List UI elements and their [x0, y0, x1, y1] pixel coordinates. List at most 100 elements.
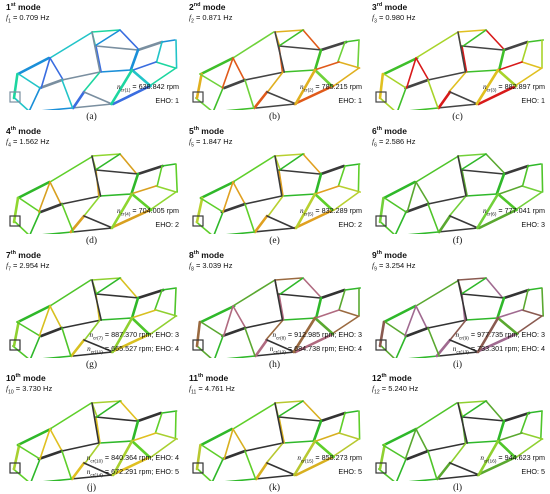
frame-member	[254, 461, 269, 481]
frame-member	[111, 439, 134, 477]
frame-member	[382, 304, 417, 324]
frame-member	[497, 61, 523, 71]
frame-member	[99, 440, 134, 444]
frame-member	[379, 97, 395, 110]
frame-member	[232, 279, 276, 307]
frame-member	[255, 103, 296, 109]
frame-member	[71, 90, 86, 110]
frame-member	[397, 87, 407, 110]
frame-member	[12, 320, 20, 348]
frame-member	[457, 402, 468, 444]
frame-member	[29, 211, 41, 234]
frame-member	[485, 277, 504, 299]
frame-member	[200, 321, 224, 337]
mode-title: 8th mode	[189, 250, 224, 260]
frame-member	[475, 68, 500, 106]
frame-member	[457, 31, 467, 73]
frame-wireframe	[192, 277, 361, 358]
panel-label: (d)	[85, 236, 98, 246]
frame-member	[344, 39, 360, 43]
mode-title: 2nd mode	[189, 2, 226, 12]
mode-title: 4th mode	[6, 126, 41, 136]
frame-member	[61, 442, 100, 452]
frame-member	[461, 169, 505, 175]
frame-member	[91, 279, 102, 321]
frame-member	[266, 339, 296, 353]
frame-member	[395, 335, 407, 358]
frame-member	[357, 39, 360, 69]
frame-member	[221, 326, 247, 338]
frame-member	[70, 338, 86, 358]
frame-member	[449, 462, 480, 476]
frame-member	[95, 45, 139, 51]
frame-member	[174, 287, 177, 317]
critical-speed-line: ncr(9) = 977.735 rpm; EHO: 3	[455, 330, 545, 342]
frame-wireframe	[9, 153, 178, 234]
frame-member	[313, 48, 323, 72]
frame-member	[461, 400, 487, 418]
frame-member	[195, 97, 212, 110]
frame-member	[244, 71, 285, 81]
frame-member	[41, 107, 73, 110]
mode-frequency: f4 = 1.562 Hz	[6, 137, 50, 149]
frame-member	[111, 316, 134, 354]
frame-member	[84, 442, 101, 464]
mode-frequency: f10 = 3.730 Hz	[6, 384, 53, 396]
frame-member	[378, 196, 385, 224]
frame-member	[378, 443, 386, 471]
frame-member	[278, 293, 285, 321]
frame-member	[95, 293, 140, 299]
frame-member	[378, 320, 386, 348]
frame-wireframe	[192, 153, 361, 234]
frame-member	[232, 155, 276, 183]
frame-member	[253, 90, 269, 110]
frame-member	[161, 410, 178, 414]
support-fixture	[375, 91, 387, 103]
frame-member	[232, 305, 247, 329]
panel-label: (b)	[268, 112, 281, 122]
frame-member	[407, 231, 439, 234]
frame-member	[71, 103, 113, 109]
frame-wireframe	[9, 29, 178, 110]
frame-member	[382, 56, 419, 76]
frame-member	[266, 462, 296, 476]
frame-member	[61, 71, 101, 81]
frame-member	[82, 71, 101, 93]
frame-member	[449, 339, 480, 353]
frame-member	[136, 411, 163, 423]
frame-member	[541, 163, 544, 193]
frame-member	[520, 412, 529, 434]
critical-speed-line: ncr(10) = 840.364 rpm; EHO: 4	[86, 453, 179, 465]
frame-member	[61, 327, 72, 357]
frame-wireframe	[375, 29, 544, 110]
frame-member	[460, 153, 487, 171]
frame-member	[319, 40, 348, 52]
frame-member	[213, 211, 224, 234]
frame-member	[16, 427, 52, 447]
frame-member	[49, 279, 92, 307]
frame-member	[224, 478, 256, 481]
frame-member	[91, 400, 122, 404]
frame-member	[278, 169, 284, 197]
frame-member	[195, 221, 212, 234]
frame-member	[338, 289, 346, 311]
frame-wireframe	[9, 400, 178, 481]
frame-member	[496, 419, 506, 443]
frame-member	[232, 31, 275, 59]
support-fixture	[192, 462, 204, 474]
frame-member	[313, 439, 335, 459]
critical-speed-line: ncr(13) = 733.301 rpm; EHO: 4	[452, 344, 545, 356]
frame-member	[49, 31, 94, 59]
frame-member	[196, 468, 212, 481]
critical-speed-line: ncr(5) = 832.289 rpm	[299, 206, 362, 218]
frame-member	[16, 180, 51, 200]
frame-member	[265, 442, 284, 464]
frame-member	[61, 319, 102, 329]
frame-member	[457, 400, 488, 404]
frame-member	[313, 316, 335, 336]
